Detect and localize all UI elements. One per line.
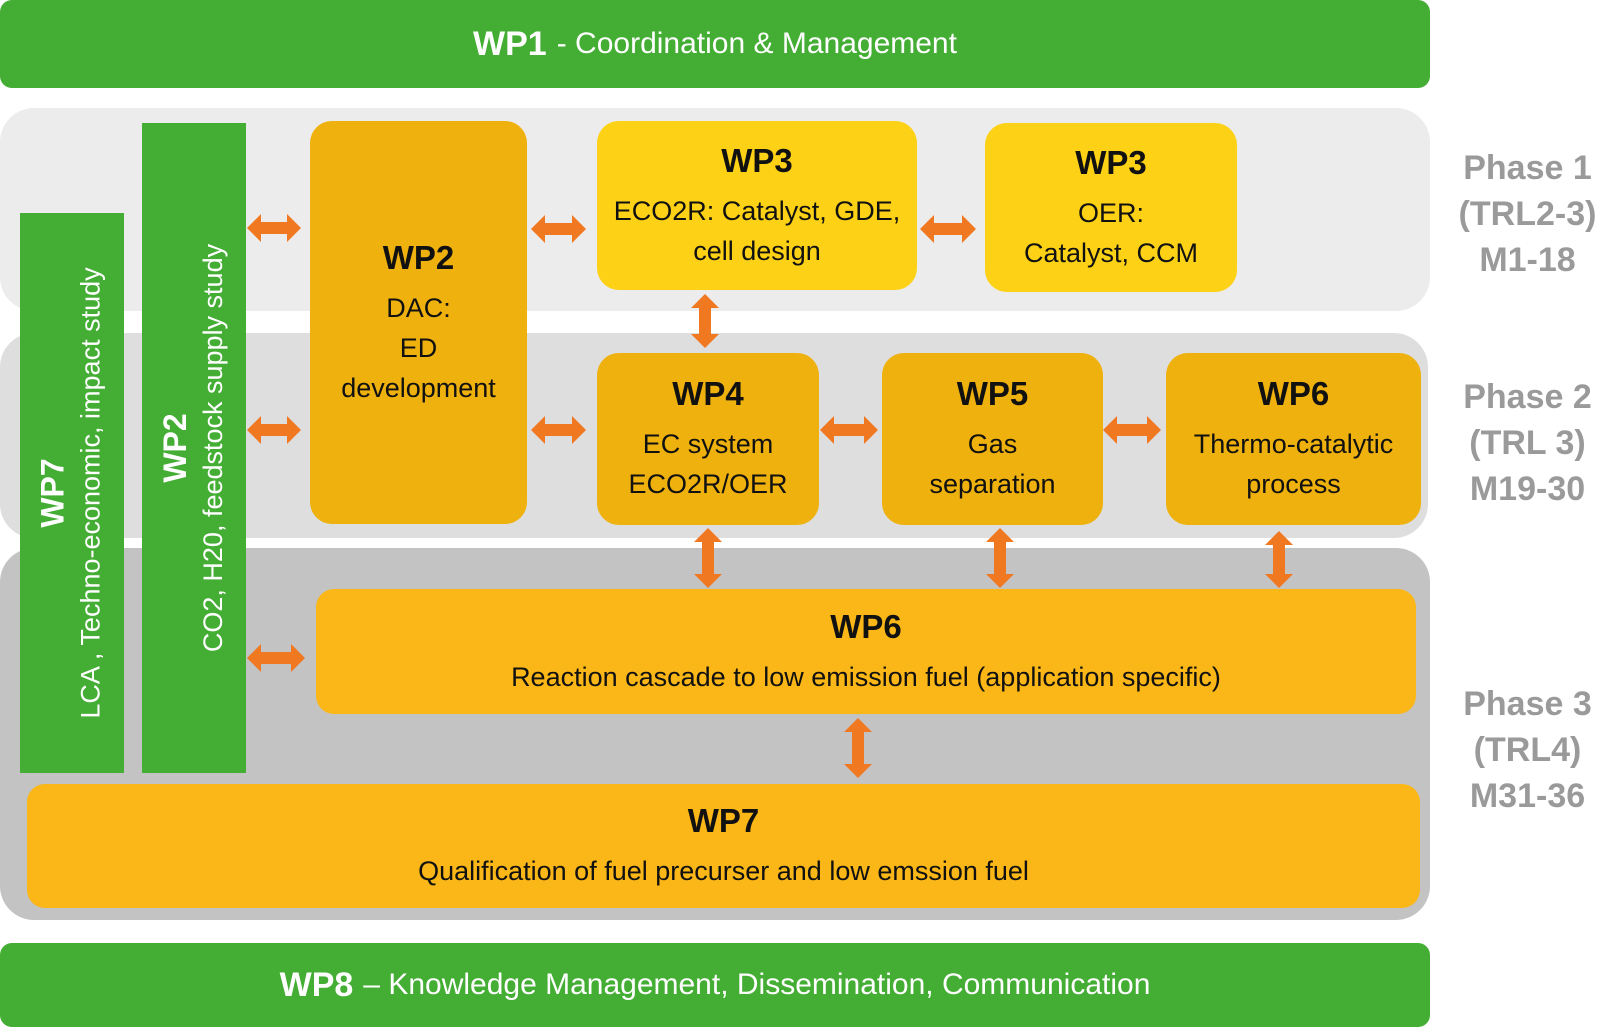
- arrow-wp2side-wp6-cascade: [247, 644, 305, 672]
- arrow-wp2dac-wp4: [531, 416, 586, 444]
- arrow-wp5-wp6-thermo: [1103, 416, 1161, 444]
- arrow-wp3eco2r-wp3oer: [920, 215, 976, 243]
- wp7-qualification-text: Qualification of fuel precurser and low …: [418, 856, 1029, 886]
- wp6-thermo-text: Thermo-catalytic process: [1193, 429, 1394, 499]
- wp7-qualification-code: WP7: [687, 802, 760, 839]
- wp5-code: WP5: [956, 375, 1029, 412]
- wp5-box: WP5 Gas separation: [882, 353, 1103, 525]
- wp6-cascade-code: WP6: [830, 607, 902, 645]
- wp7-qualification-box: WP7 Qualification of fuel precurser and …: [27, 784, 1420, 908]
- wp1-banner: WP1 - Coordination & Management: [0, 0, 1430, 88]
- arrow-wp4-wp5: [820, 416, 878, 444]
- wp7-side-bar: WP7 LCA , Techno-economic, impact study: [20, 213, 124, 773]
- wp4-code: WP4: [672, 375, 744, 412]
- phase2-label: Phase 2 (TRL 3) M19-30: [1463, 378, 1592, 508]
- wp8-banner: WP8 – Knowledge Management, Disseminatio…: [0, 943, 1430, 1027]
- wp1-code: WP1: [473, 24, 547, 63]
- wp6-cascade-text: Reaction cascade to low emission fuel (a…: [511, 661, 1221, 692]
- wp6-thermo-code: WP6: [1257, 375, 1330, 412]
- wp3-oer-text: OER: Catalyst, CCM: [1023, 197, 1199, 268]
- wp8-title: – Knowledge Management, Dissemination, C…: [363, 968, 1151, 1001]
- wp2-dac-box: WP2 DAC: ED development: [310, 121, 527, 524]
- wp4-text: EC system ECO2R/OER: [628, 429, 788, 499]
- wp4-box: WP4 EC system ECO2R/OER: [597, 353, 819, 525]
- arrow-wp6cascade-wp7: [844, 718, 872, 778]
- wp6-cascade-box: WP6 Reaction cascade to low emission fue…: [316, 589, 1416, 714]
- arrow-wp4-wp6-cascade: [694, 528, 722, 588]
- arrow-wp3eco2r-wp4: [691, 294, 719, 348]
- arrow-wp2dac-wp3eco2r: [531, 215, 586, 243]
- arrow-wp6thermo-wp6-cascade: [1265, 531, 1293, 588]
- phase3-label: Phase 3 (TRL4) M31-36: [1463, 685, 1592, 815]
- wp2-dac-text: DAC: ED development: [341, 292, 496, 403]
- arrow-wp5-wp6-cascade: [986, 528, 1014, 588]
- arrow-wp2side-wp2dac-phase2: [247, 416, 301, 444]
- wp3-eco2r-text: ECO2R: Catalyst, GDE, cell design: [613, 195, 901, 266]
- wp1-title: - Coordination & Management: [556, 27, 957, 60]
- wp3-eco2r-code: WP3: [721, 141, 793, 179]
- wp3-oer-box: WP3 OER: Catalyst, CCM: [985, 123, 1237, 292]
- arrow-wp2side-wp2dac-phase1: [247, 214, 301, 242]
- wp3-eco2r-box: WP3 ECO2R: Catalyst, GDE, cell design: [597, 121, 917, 290]
- wp6-thermo-box: WP6 Thermo-catalytic process: [1166, 353, 1421, 525]
- phase1-label: Phase 1 (TRL2-3) M1-18: [1458, 149, 1597, 279]
- arrow-group: [247, 214, 1293, 778]
- wp8-code: WP8: [279, 965, 354, 1004]
- wp5-text: Gas separation: [929, 429, 1056, 499]
- wp2-side-bar: WP2 CO2, H20, feedstock supply study: [142, 123, 246, 773]
- wp2-dac-code: WP2: [382, 238, 455, 276]
- wp3-oer-code: WP3: [1075, 143, 1147, 181]
